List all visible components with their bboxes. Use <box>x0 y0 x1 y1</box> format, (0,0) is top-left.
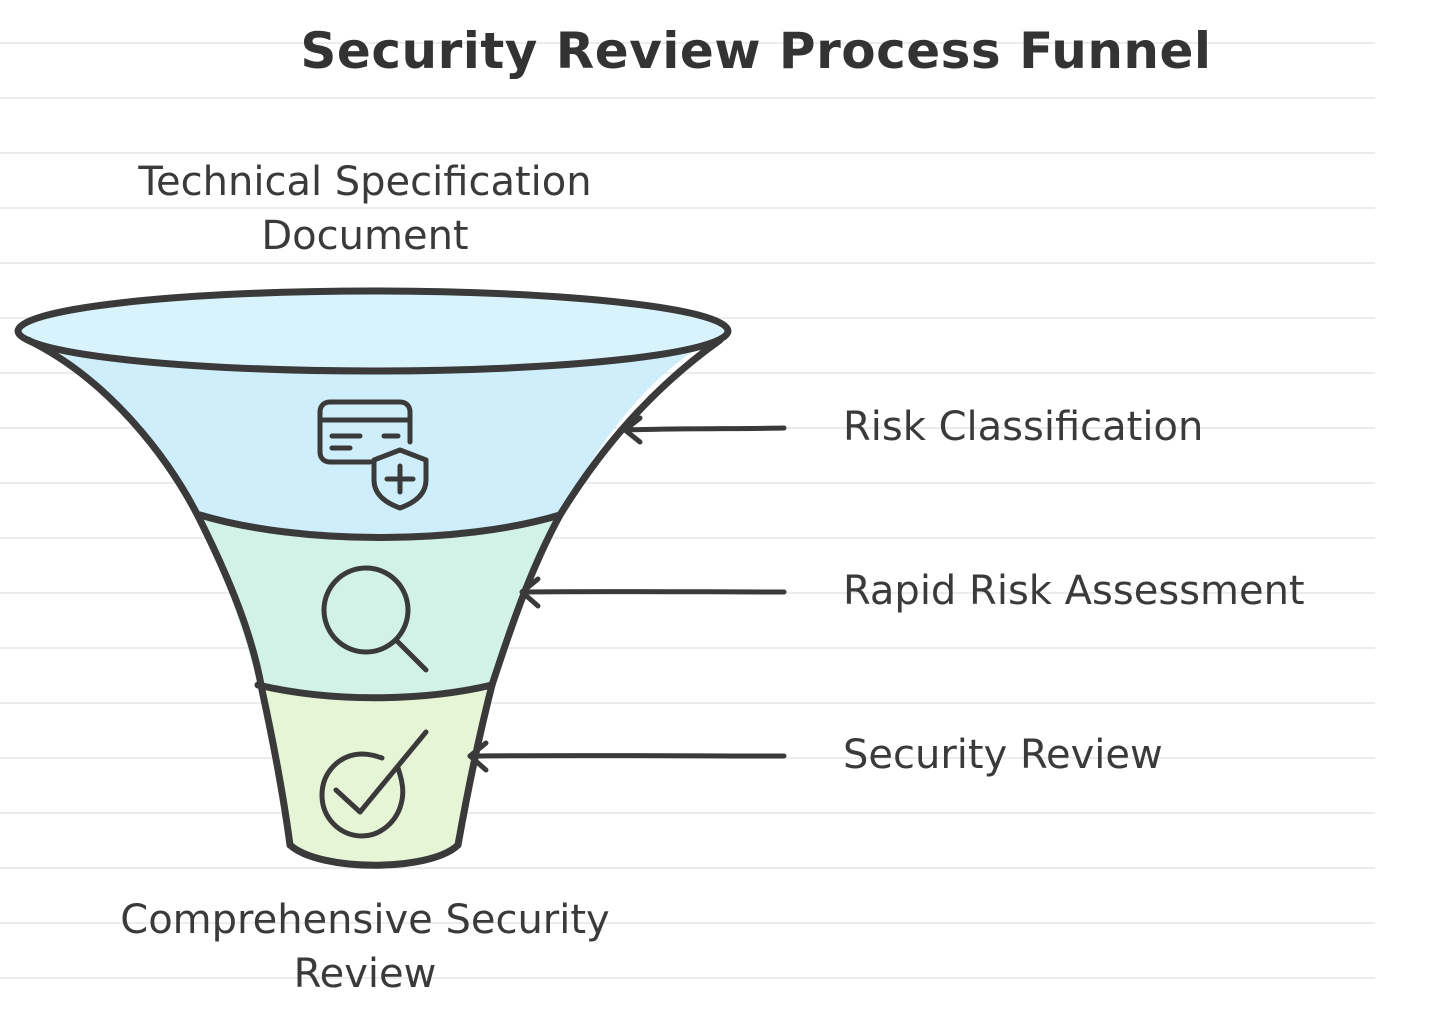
magnifier-icon <box>321 565 429 673</box>
document-shield-icon <box>317 399 429 511</box>
stage-3-arrow <box>467 740 787 773</box>
funnel-rim <box>14 287 732 375</box>
funnel-output-label-line2: Review <box>293 951 437 997</box>
funnel-bottom <box>286 841 462 869</box>
funnel-divider-1 <box>196 511 564 541</box>
diagram-title: Security Review Process Funnel <box>300 22 1212 80</box>
funnel-stage-2-fill <box>195 515 560 696</box>
stage-label-security-review: Security Review <box>843 732 1163 778</box>
funnel-input-label-line2: Document <box>261 213 469 259</box>
funnel-output-label: Comprehensive Security Review <box>40 893 690 1001</box>
funnel-input-label: Technical Specification Document <box>40 155 690 263</box>
funnel-output-label-line1: Comprehensive Security <box>120 897 610 943</box>
checkmark-circle-icon <box>319 729 429 839</box>
funnel-left-wall <box>24 336 294 849</box>
funnel-input-label-line1: Technical Specification <box>138 159 592 205</box>
stage-2-arrow <box>519 576 787 609</box>
funnel-stage-3-fill <box>258 683 492 866</box>
funnel-stage-1-fill <box>22 332 725 534</box>
stage-label-rapid-risk-assessment: Rapid Risk Assessment <box>843 568 1305 614</box>
stage-1-arrow <box>622 415 787 445</box>
funnel-rim-fill <box>21 293 725 369</box>
stage-label-risk-classification: Risk Classification <box>843 404 1204 450</box>
funnel-divider-2 <box>254 681 496 702</box>
